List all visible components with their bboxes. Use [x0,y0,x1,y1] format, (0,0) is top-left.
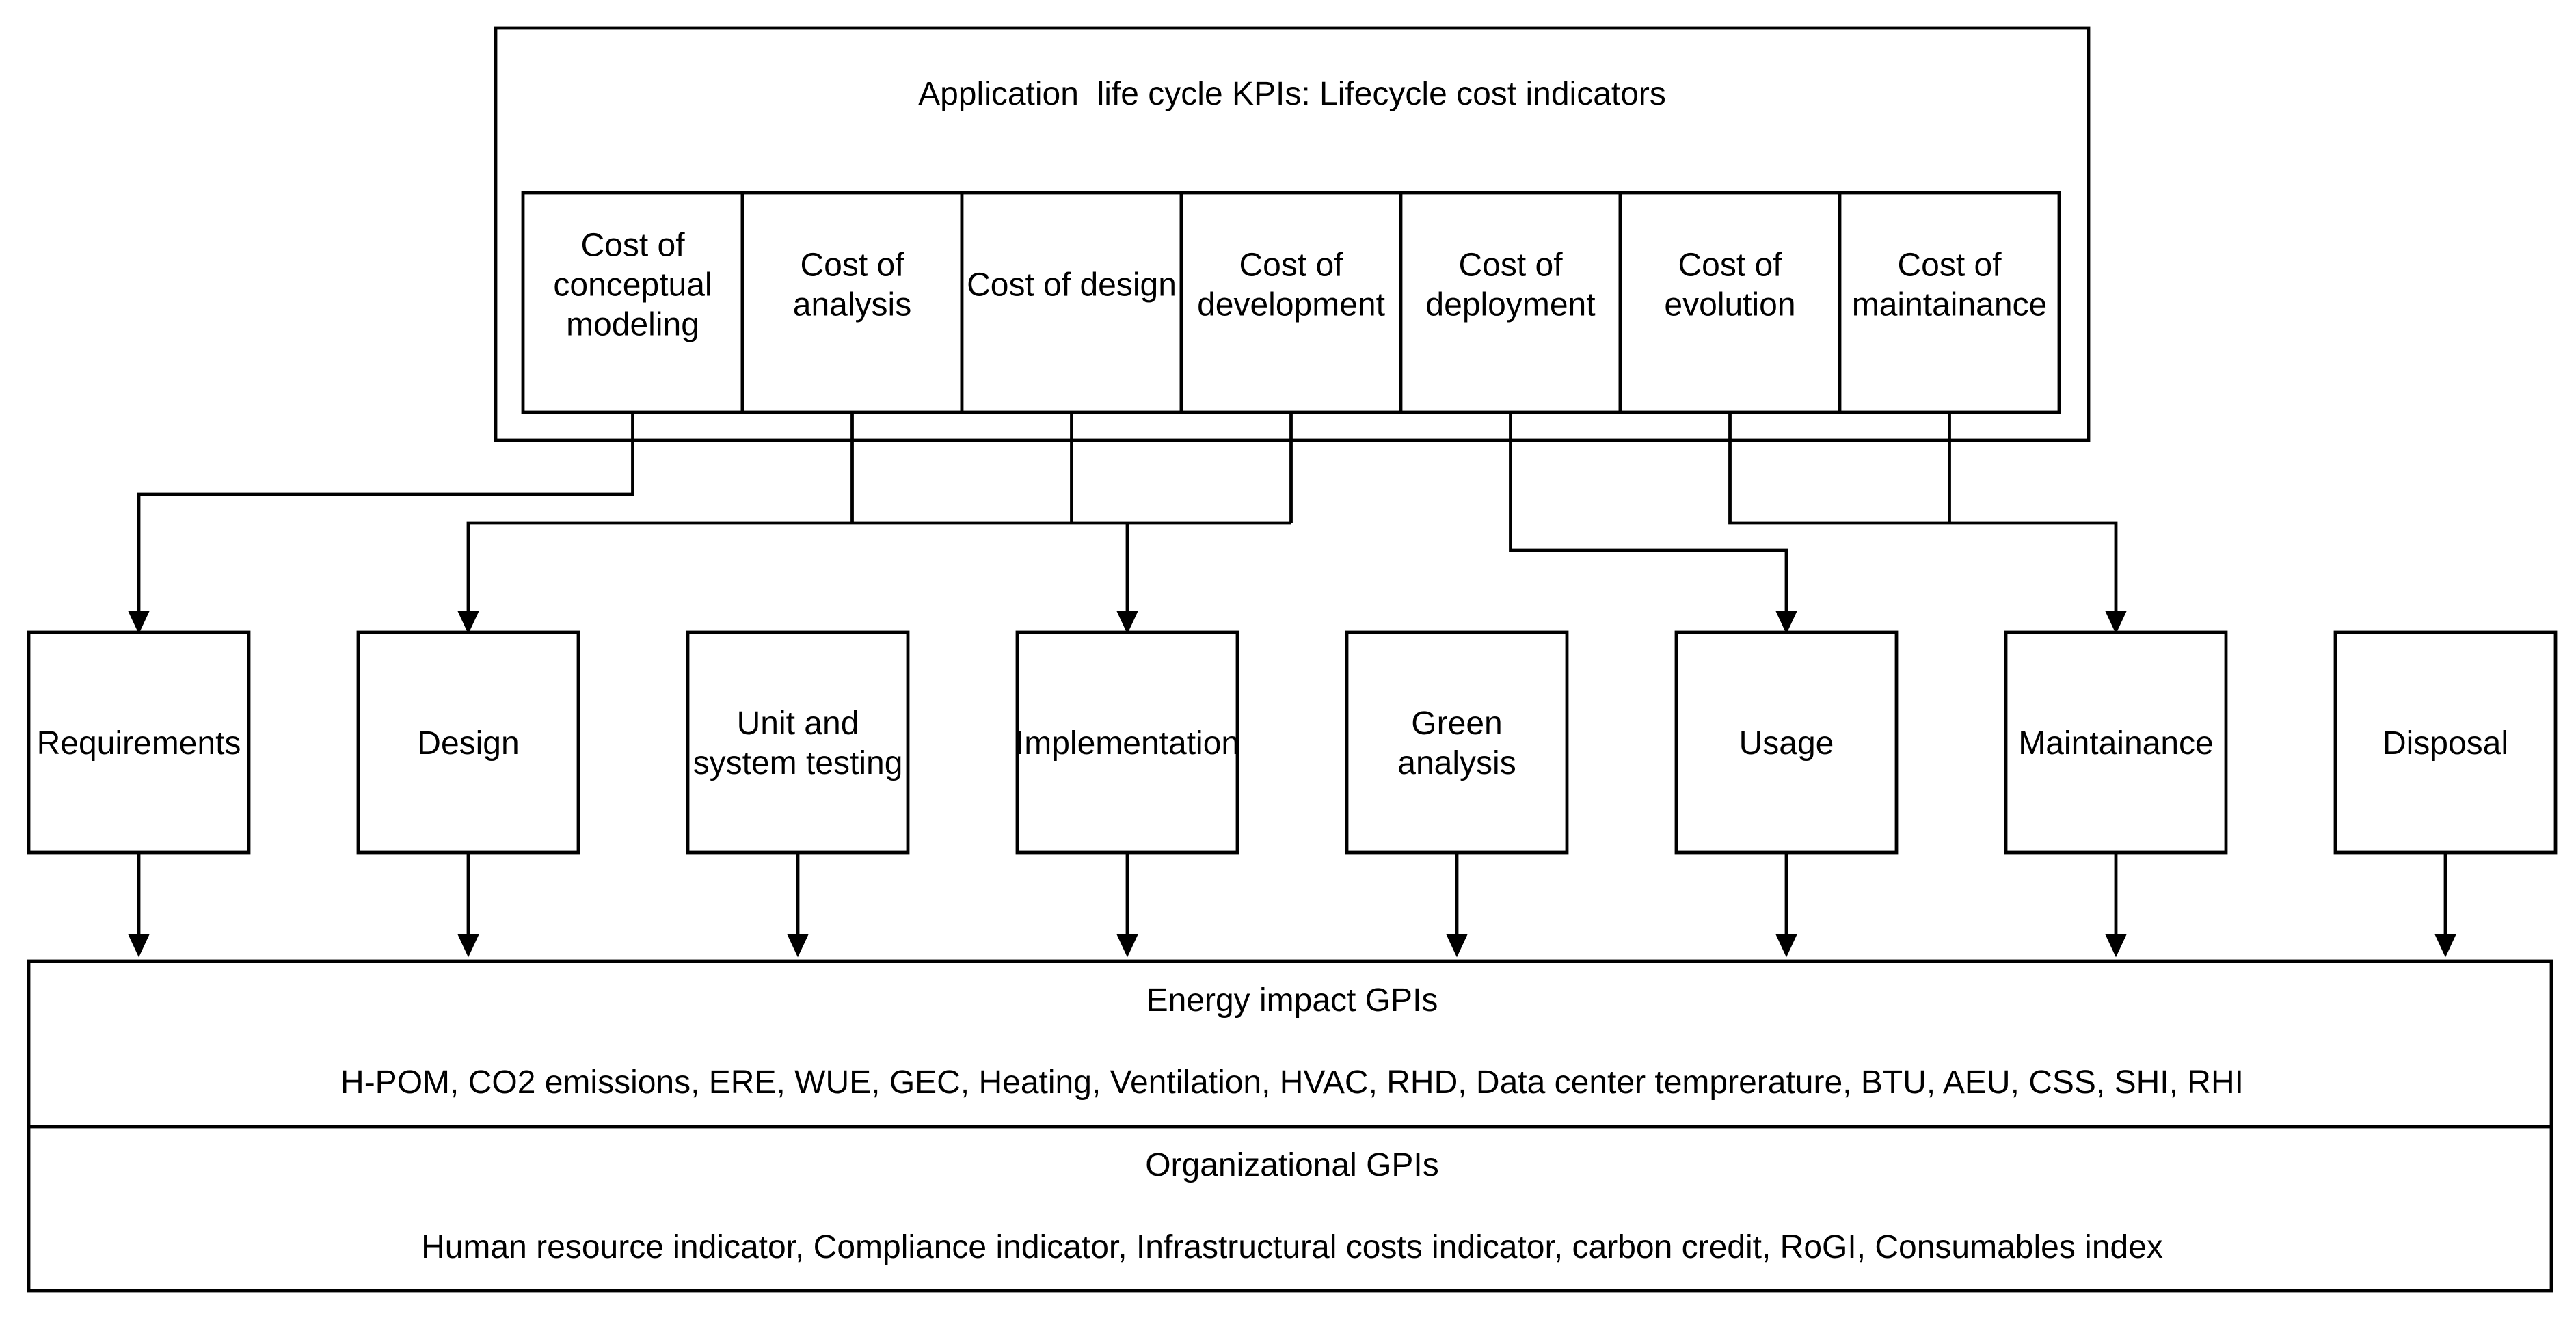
cost-cell-analysis-label-line: analysis [793,287,911,323]
phase-box-unit-and-system-testing [686,630,910,855]
connector-conceptual-to-requirements [137,412,634,627]
cost-cell-development-label-line: Cost of [1239,247,1343,284]
organizational-gpi-items: Human resource indicator, Compliance ind… [421,1229,2163,1265]
phase-box-implementation-label-line: Implementation [1015,725,1239,762]
phase-box-design [356,630,580,855]
cost-cell-deployment-label-line: deployment [1425,287,1595,323]
phase-box-green-analysis-label-line: Green [1411,705,1502,742]
arrowhead-down-disposal [2434,934,2456,958]
arrowhead-down-implementation [1116,934,1138,958]
phase-box-disposal [2333,630,2558,855]
cost-cell-deployment-label-line: Cost of [1458,247,1563,284]
phase-box-requirements-label-line: Requirements [37,725,241,762]
lifecycle-title: Application life cycle KPIs: Lifecycle c… [918,76,1666,112]
energy-gpi-heading: Energy impact GPIs [1146,982,1438,1019]
cost-cell-development-label-line: development [1197,287,1385,323]
cost-cell-maintainance-label-line: maintainance [1852,287,2048,323]
phase-box-usage [1674,630,1899,855]
cost-cell-maintainance [1838,191,2061,414]
cost-to-phase-connectors [128,412,2127,634]
connector-bus-to-design [466,521,1291,627]
connector-evolution-to-maintainance [1728,412,2118,627]
energy-gpi-panel [27,959,2553,1129]
arrowhead-down-usage [1775,934,1797,958]
arrowhead-down-unit-and-system-testing [787,934,809,958]
cost-cell-deployment [1399,191,1622,414]
arrowhead-down-design [457,934,479,958]
cost-cell-conceptual-modeling-label-line: Cost of [580,228,685,264]
phase-box-green-analysis [1345,630,1569,855]
cost-cell-design-label-line: Cost of design [967,267,1177,304]
energy-gpi-items: H-POM, CO2 emissions, ERE, WUE, GEC, Hea… [340,1064,2244,1101]
cost-cell-conceptual-modeling-label-line: modeling [566,307,699,343]
arrowhead-down-green-analysis [1446,934,1468,958]
phase-box-usage-label-line: Usage [1739,725,1834,762]
cost-cell-design [960,191,1183,414]
cost-cell-conceptual-modeling-label-line: conceptual [553,267,712,304]
phase-box-maintainance [2004,630,2228,855]
arrowhead-usage [1775,611,1797,634]
arrowhead-implementation [1116,611,1138,634]
arrowhead-down-requirements [128,934,150,958]
cost-cell-conceptual-modeling [521,191,744,414]
organizational-gpi-panel [27,1125,2553,1293]
cost-cell-evolution-label-line: evolution [1664,287,1795,323]
organizational-gpi-heading: Organizational GPIs [1145,1147,1439,1183]
phase-box-disposal-label-line: Disposal [2383,725,2508,762]
phase-box-design-label-line: Design [417,725,519,762]
phase-box-implementation [1015,630,1239,855]
arrowhead-down-maintainance [2105,934,2127,958]
phase-box-green-analysis-label-line: analysis [1397,745,1516,781]
phase-to-gpi-arrows [128,852,2456,958]
arrowhead-design [457,611,479,634]
cost-cell-analysis [740,191,964,414]
cost-cell-analysis-label-line: Cost of [800,247,904,284]
arrowhead-maintainance [2105,611,2127,634]
phase-box-maintainance-label-line: Maintainance [2018,725,2214,762]
phase-box-unit-and-system-testing-label-line: Unit and [737,705,859,742]
cost-cell-maintainance-label-line: Cost of [1897,247,2002,284]
cost-cell-evolution-label-line: Cost of [1678,247,1782,284]
connector-deployment-to-usage [1509,412,1788,627]
phase-box-unit-and-system-testing-label-line: system testing [693,745,903,781]
arrowhead-requirements [128,611,150,634]
